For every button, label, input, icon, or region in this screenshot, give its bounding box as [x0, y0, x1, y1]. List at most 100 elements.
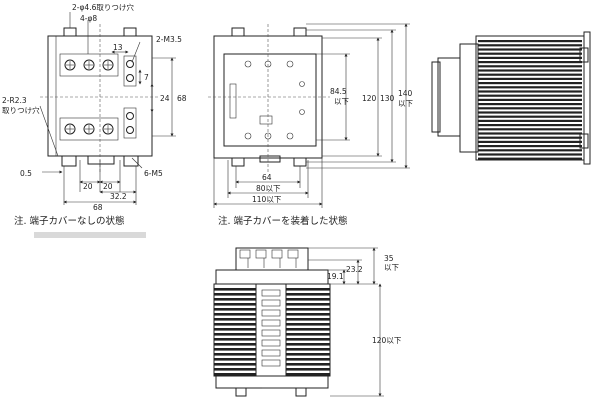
bottom-fin — [286, 288, 330, 291]
bottom-terminal-details — [239, 249, 299, 268]
leader-r23 — [39, 105, 59, 157]
heatsink-fin — [478, 111, 582, 114]
cover-bottom-tab-right — [293, 157, 307, 167]
bottom-left-tab — [61, 155, 77, 167]
caption-with-cover: 注. 端子カバーを装着した状態 — [218, 215, 348, 227]
heatsink-fins — [478, 40, 582, 160]
label-d24: 24 — [160, 94, 170, 103]
bottom-fin — [286, 333, 330, 336]
bottom-fin — [214, 358, 256, 361]
heatsink-fin — [478, 77, 582, 80]
label-d13: 13 — [113, 43, 123, 52]
bottom-fin — [214, 323, 256, 326]
terminal-screws-top — [64, 59, 114, 71]
label-d140-sub: 以下 — [398, 99, 413, 108]
label-d64: 64 — [262, 173, 272, 182]
core-slot — [261, 359, 281, 367]
bottom-base-plate — [215, 375, 329, 389]
faded-text-remnant — [34, 232, 146, 238]
heatsink-fin — [478, 44, 582, 47]
heatsink-fin — [478, 149, 582, 152]
heatsink-fin — [478, 82, 582, 85]
terminal-screws-bottom — [64, 123, 114, 135]
heatsink-fin — [478, 119, 582, 122]
bottom-fin — [286, 303, 330, 306]
cover-bottom-slot — [259, 155, 281, 163]
bottom-fin — [286, 308, 330, 311]
bottom-fin — [214, 363, 256, 366]
heatsink-fin — [478, 153, 582, 156]
bottom-fin — [214, 343, 256, 346]
label-m5: 6-M5 — [144, 169, 163, 178]
heatsink-fin — [478, 52, 582, 55]
label-d110: 110以下 — [252, 195, 282, 204]
bottom-fin — [286, 353, 330, 356]
bottom-fin — [286, 298, 330, 301]
top-left-tab — [63, 27, 77, 37]
bottom-heatsink-fins — [214, 288, 330, 376]
bottom-fin — [286, 323, 330, 326]
bottom-fin — [214, 353, 256, 356]
bottom-fin — [286, 368, 330, 371]
bottom-core-slots — [261, 289, 281, 367]
bottom-fin — [214, 298, 256, 301]
leader-m5 — [131, 157, 143, 169]
label-d140: 140 — [398, 89, 413, 98]
bottom-fin — [214, 333, 256, 336]
terminal-block-bottom — [59, 117, 119, 141]
bottom-fin — [286, 363, 330, 366]
label-d20b: 20 — [103, 182, 113, 191]
bottom-fin — [214, 308, 256, 311]
label-hole-mount: 2-φ4.6取りつけ穴 — [72, 2, 134, 12]
cover-screws — [244, 60, 305, 140]
core-slot — [261, 299, 281, 307]
bottom-fin — [214, 313, 256, 316]
bottom-fin — [286, 313, 330, 316]
side-clip-bottom — [579, 133, 589, 149]
label-r23-sub: 取りつけ穴 — [2, 105, 40, 115]
heatsink-fin — [478, 61, 582, 64]
heatsink-fin — [478, 48, 582, 51]
bottom-fin — [214, 348, 256, 351]
label-terminal-m35: 2-M3.5 — [156, 35, 182, 44]
bottom-fin — [214, 293, 256, 296]
label-d35-sub: 以下 — [384, 263, 399, 272]
caption-no-cover: 注. 端子カバーなしの状態 — [14, 215, 125, 227]
cover-view: 84.5 以下 120 130 140 以下 64 80以下 110以下 注. … — [208, 23, 413, 227]
core-slot — [261, 339, 281, 347]
bottom-fin — [286, 338, 330, 341]
core-slot — [261, 319, 281, 327]
heatsink-fin — [478, 115, 582, 118]
label-hole-dia: 4-φ8 — [80, 14, 97, 23]
label-d20a: 20 — [83, 182, 93, 191]
bottom-body-band — [215, 269, 329, 285]
bottom-center-slot — [87, 155, 115, 165]
heatsink-fin — [478, 124, 582, 127]
label-d68v: 68 — [177, 94, 187, 103]
label-d35: 35 — [384, 254, 394, 263]
label-r23: 2-R2.3 — [2, 96, 27, 105]
heatsink-fin — [478, 56, 582, 59]
cover-top-tab-right — [293, 27, 307, 37]
label-d322: 32.2 — [110, 192, 127, 201]
bottom-fin — [214, 318, 256, 321]
front-view: 2-φ4.6取りつけ穴 4-φ8 2-M3.5 2-R2.3 取りつけ穴 13 … — [2, 2, 187, 238]
label-d05: 0.5 — [20, 169, 32, 178]
bottom-fin — [214, 328, 256, 331]
label-d80: 80以下 — [256, 184, 281, 193]
bottom-fin — [214, 368, 256, 371]
bottom-fin — [214, 373, 256, 376]
heatsink-fin — [478, 132, 582, 135]
terminal-block-top — [59, 53, 119, 77]
bottom-foot-right — [295, 387, 307, 397]
label-d120-bottom: 120以下 — [372, 336, 402, 345]
side-body — [459, 43, 479, 153]
label-d232: 23.2 — [346, 265, 363, 274]
label-d68h: 68 — [93, 203, 103, 212]
core-slot — [261, 349, 281, 357]
cover-label-slot — [259, 115, 273, 125]
cover-top-tab-left — [231, 27, 245, 37]
side-clip-top — [579, 47, 589, 63]
heatsink-fin — [478, 73, 582, 76]
